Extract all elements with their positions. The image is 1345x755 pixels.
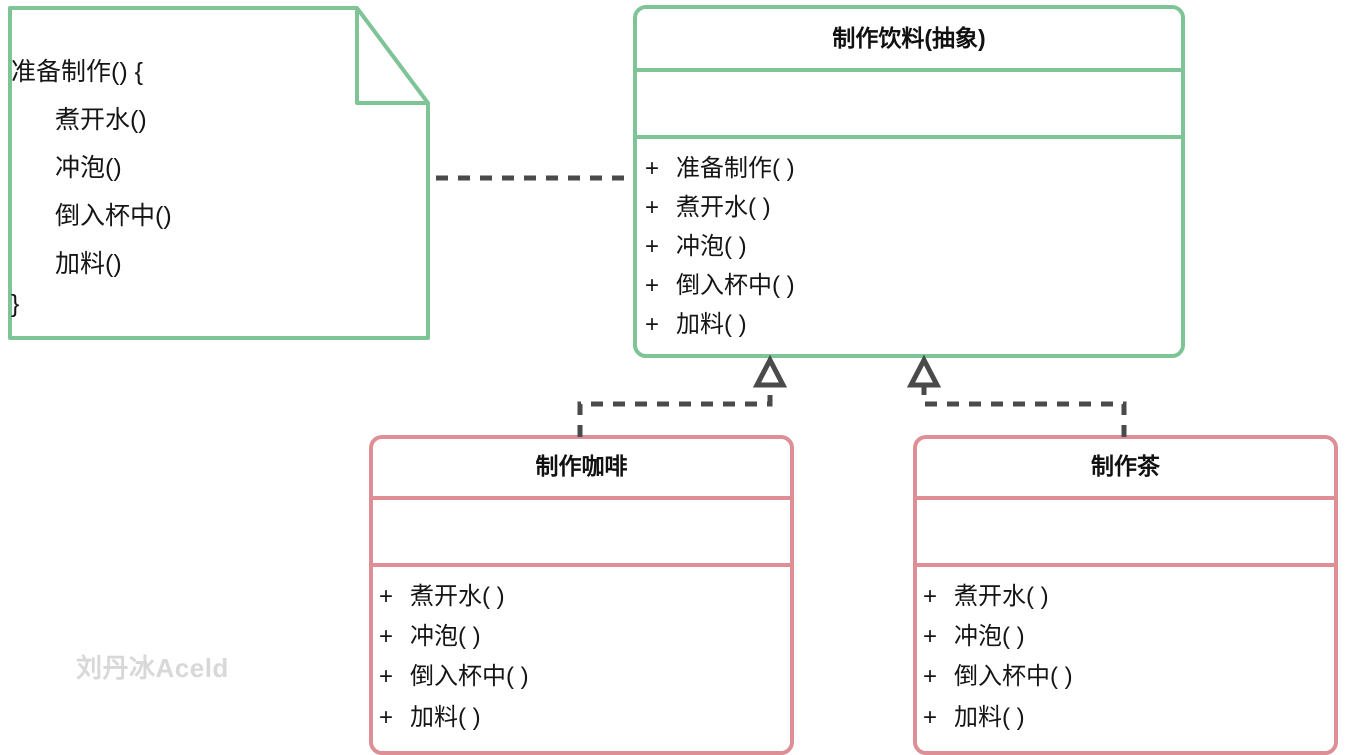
method-signature: 冲泡( ) <box>676 233 747 260</box>
visibility-marker: + <box>379 583 394 610</box>
abstract-class-title: 制作饮料(抽象) <box>832 25 986 51</box>
method-signature: 煮开水( ) <box>676 194 771 221</box>
method-signature: 冲泡( ) <box>410 623 481 650</box>
coffee-method-row: + 倒入杯中( ) <box>379 665 529 689</box>
method-signature: 加料( ) <box>954 704 1025 731</box>
tea-realization-line <box>921 381 1127 437</box>
visibility-marker: + <box>645 311 660 338</box>
abstract-method-row: + 加料( ) <box>645 313 747 337</box>
method-signature: 倒入杯中( ) <box>954 663 1073 690</box>
visibility-marker: + <box>923 704 938 731</box>
visibility-marker: + <box>645 155 660 182</box>
method-signature: 冲泡( ) <box>954 623 1025 650</box>
method-signature: 煮开水( ) <box>410 583 505 610</box>
method-signature: 加料( ) <box>410 704 481 731</box>
coffee-method-row: + 冲泡( ) <box>379 625 481 649</box>
abstract-method-row: + 煮开水( ) <box>645 196 771 220</box>
method-signature: 倒入杯中( ) <box>676 272 795 299</box>
tea-class-title: 制作茶 <box>1091 453 1160 479</box>
note-line: 加料() <box>55 250 122 278</box>
tea-method-row: + 煮开水( ) <box>923 585 1049 609</box>
note-line: } <box>11 290 20 318</box>
abstract-method-row: + 冲泡( ) <box>645 235 747 259</box>
method-signature: 加料( ) <box>676 311 747 338</box>
note-fold <box>355 8 428 105</box>
visibility-marker: + <box>645 194 660 221</box>
coffee-realizes-abstract <box>577 354 788 437</box>
note-line: 冲泡() <box>55 154 122 182</box>
note-line: 煮开水() <box>55 106 147 134</box>
tea-realizes-abstract <box>906 354 1127 437</box>
tea-method-row: + 加料( ) <box>923 706 1025 730</box>
coffee-method-row: + 煮开水( ) <box>379 585 505 609</box>
method-signature: 煮开水( ) <box>954 583 1049 610</box>
coffee-inheritance-triangle-icon <box>752 354 788 388</box>
visibility-marker: + <box>923 583 938 610</box>
coffee-class-title: 制作咖啡 <box>535 453 628 479</box>
visibility-marker: + <box>923 663 938 690</box>
tea-inheritance-triangle-icon <box>906 354 942 388</box>
visibility-marker: + <box>645 272 660 299</box>
note-line: 倒入杯中() <box>55 202 172 230</box>
visibility-marker: + <box>379 704 394 731</box>
coffee-method-row: + 加料( ) <box>379 706 481 730</box>
tea-method-row: + 冲泡( ) <box>923 625 1025 649</box>
coffee-realization-line <box>577 381 773 437</box>
tea-method-row: + 倒入杯中( ) <box>923 665 1073 689</box>
watermark-text: 刘丹冰Aceld <box>76 653 229 683</box>
abstract-method-row: + 准备制作( ) <box>645 157 795 181</box>
method-signature: 准备制作( ) <box>676 155 795 182</box>
abstract-method-row: + 倒入杯中( ) <box>645 274 795 298</box>
method-signature: 倒入杯中( ) <box>410 663 529 690</box>
visibility-marker: + <box>379 623 394 650</box>
visibility-marker: + <box>645 233 660 260</box>
visibility-marker: + <box>379 663 394 690</box>
visibility-marker: + <box>923 623 938 650</box>
note-line: 准备制作() { <box>11 58 143 86</box>
